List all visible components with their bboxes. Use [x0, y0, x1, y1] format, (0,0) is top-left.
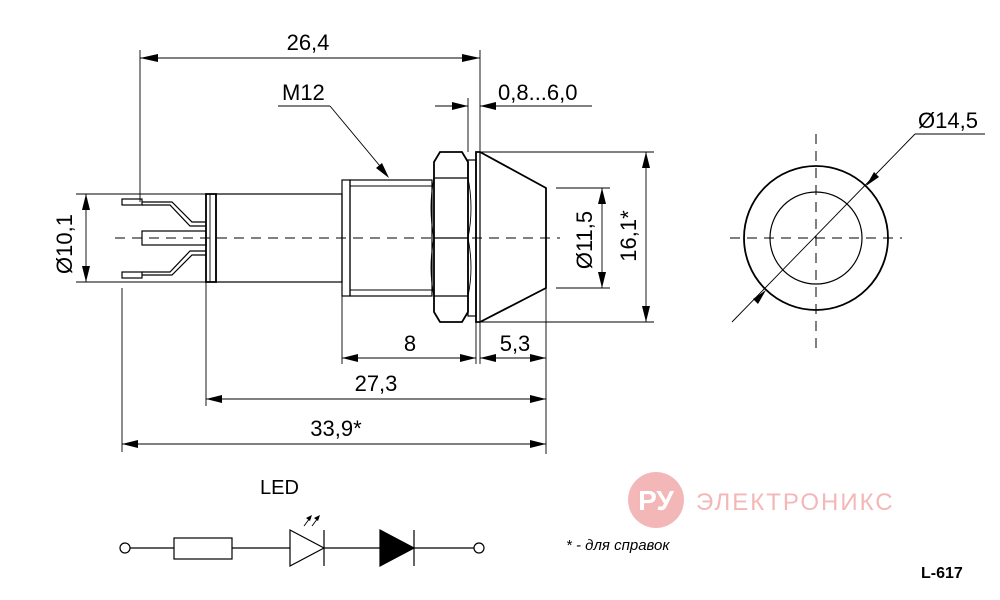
watermark-brand: ЭЛЕКТРОНИКС [696, 489, 895, 516]
top-pin-lead [142, 201, 206, 223]
dim-body-diameter: Ø10,1 [52, 214, 77, 274]
side-dimensions: 26,4 M12 0,8...6,0 Ø10,1 Ø11,5 16,1 [52, 30, 654, 454]
dim-thread-length: 8 [404, 331, 416, 356]
led-light-arrows-icon [303, 515, 320, 527]
side-view [115, 151, 560, 323]
dim-bezel-depth: 5,3 [500, 331, 531, 356]
led-symbol [289, 529, 326, 567]
top-pin-tip [121, 198, 143, 206]
led-schematic: LED [119, 477, 485, 567]
bottom-pin-lead [142, 254, 206, 276]
hex-nut [430, 151, 472, 323]
dim-overall-length: 26,4 [287, 30, 330, 55]
part-code: L-617 [921, 565, 963, 582]
terminal-left [119, 542, 131, 554]
bottom-pin-tip [121, 271, 143, 279]
diode-symbol [379, 529, 416, 567]
reference-note: * - для справок [566, 537, 670, 554]
terminal-right [473, 542, 485, 554]
schematic-label: LED [260, 477, 299, 499]
front-lens [769, 191, 863, 285]
watermark-logo-circle [628, 472, 684, 528]
dim-body-length: 27,3 [355, 371, 398, 396]
resistor-symbol [173, 537, 233, 560]
dim-bezel-height: 16,1* [616, 210, 641, 262]
watermark-logo: РУ [638, 485, 674, 516]
front-bezel [475, 151, 547, 323]
dim-lens-diameter: Ø11,5 [572, 211, 597, 269]
front-view: Ø14,5 [730, 108, 985, 350]
front-outer-ring [743, 165, 889, 311]
terminal-pins [121, 198, 207, 279]
bottom-pin-lead-inner [142, 250, 206, 273]
dim-panel-thickness: 0,8...6,0 [498, 80, 578, 105]
dim-front-diameter: Ø14,5 [918, 108, 978, 133]
dim-thread: M12 [282, 80, 325, 105]
dim-total-length: 33,9* [310, 416, 362, 441]
brand-watermark: РУ ЭЛЕКТРОНИКС [628, 472, 895, 528]
threaded-section [341, 179, 433, 297]
top-pin-lead-inner [142, 204, 206, 227]
